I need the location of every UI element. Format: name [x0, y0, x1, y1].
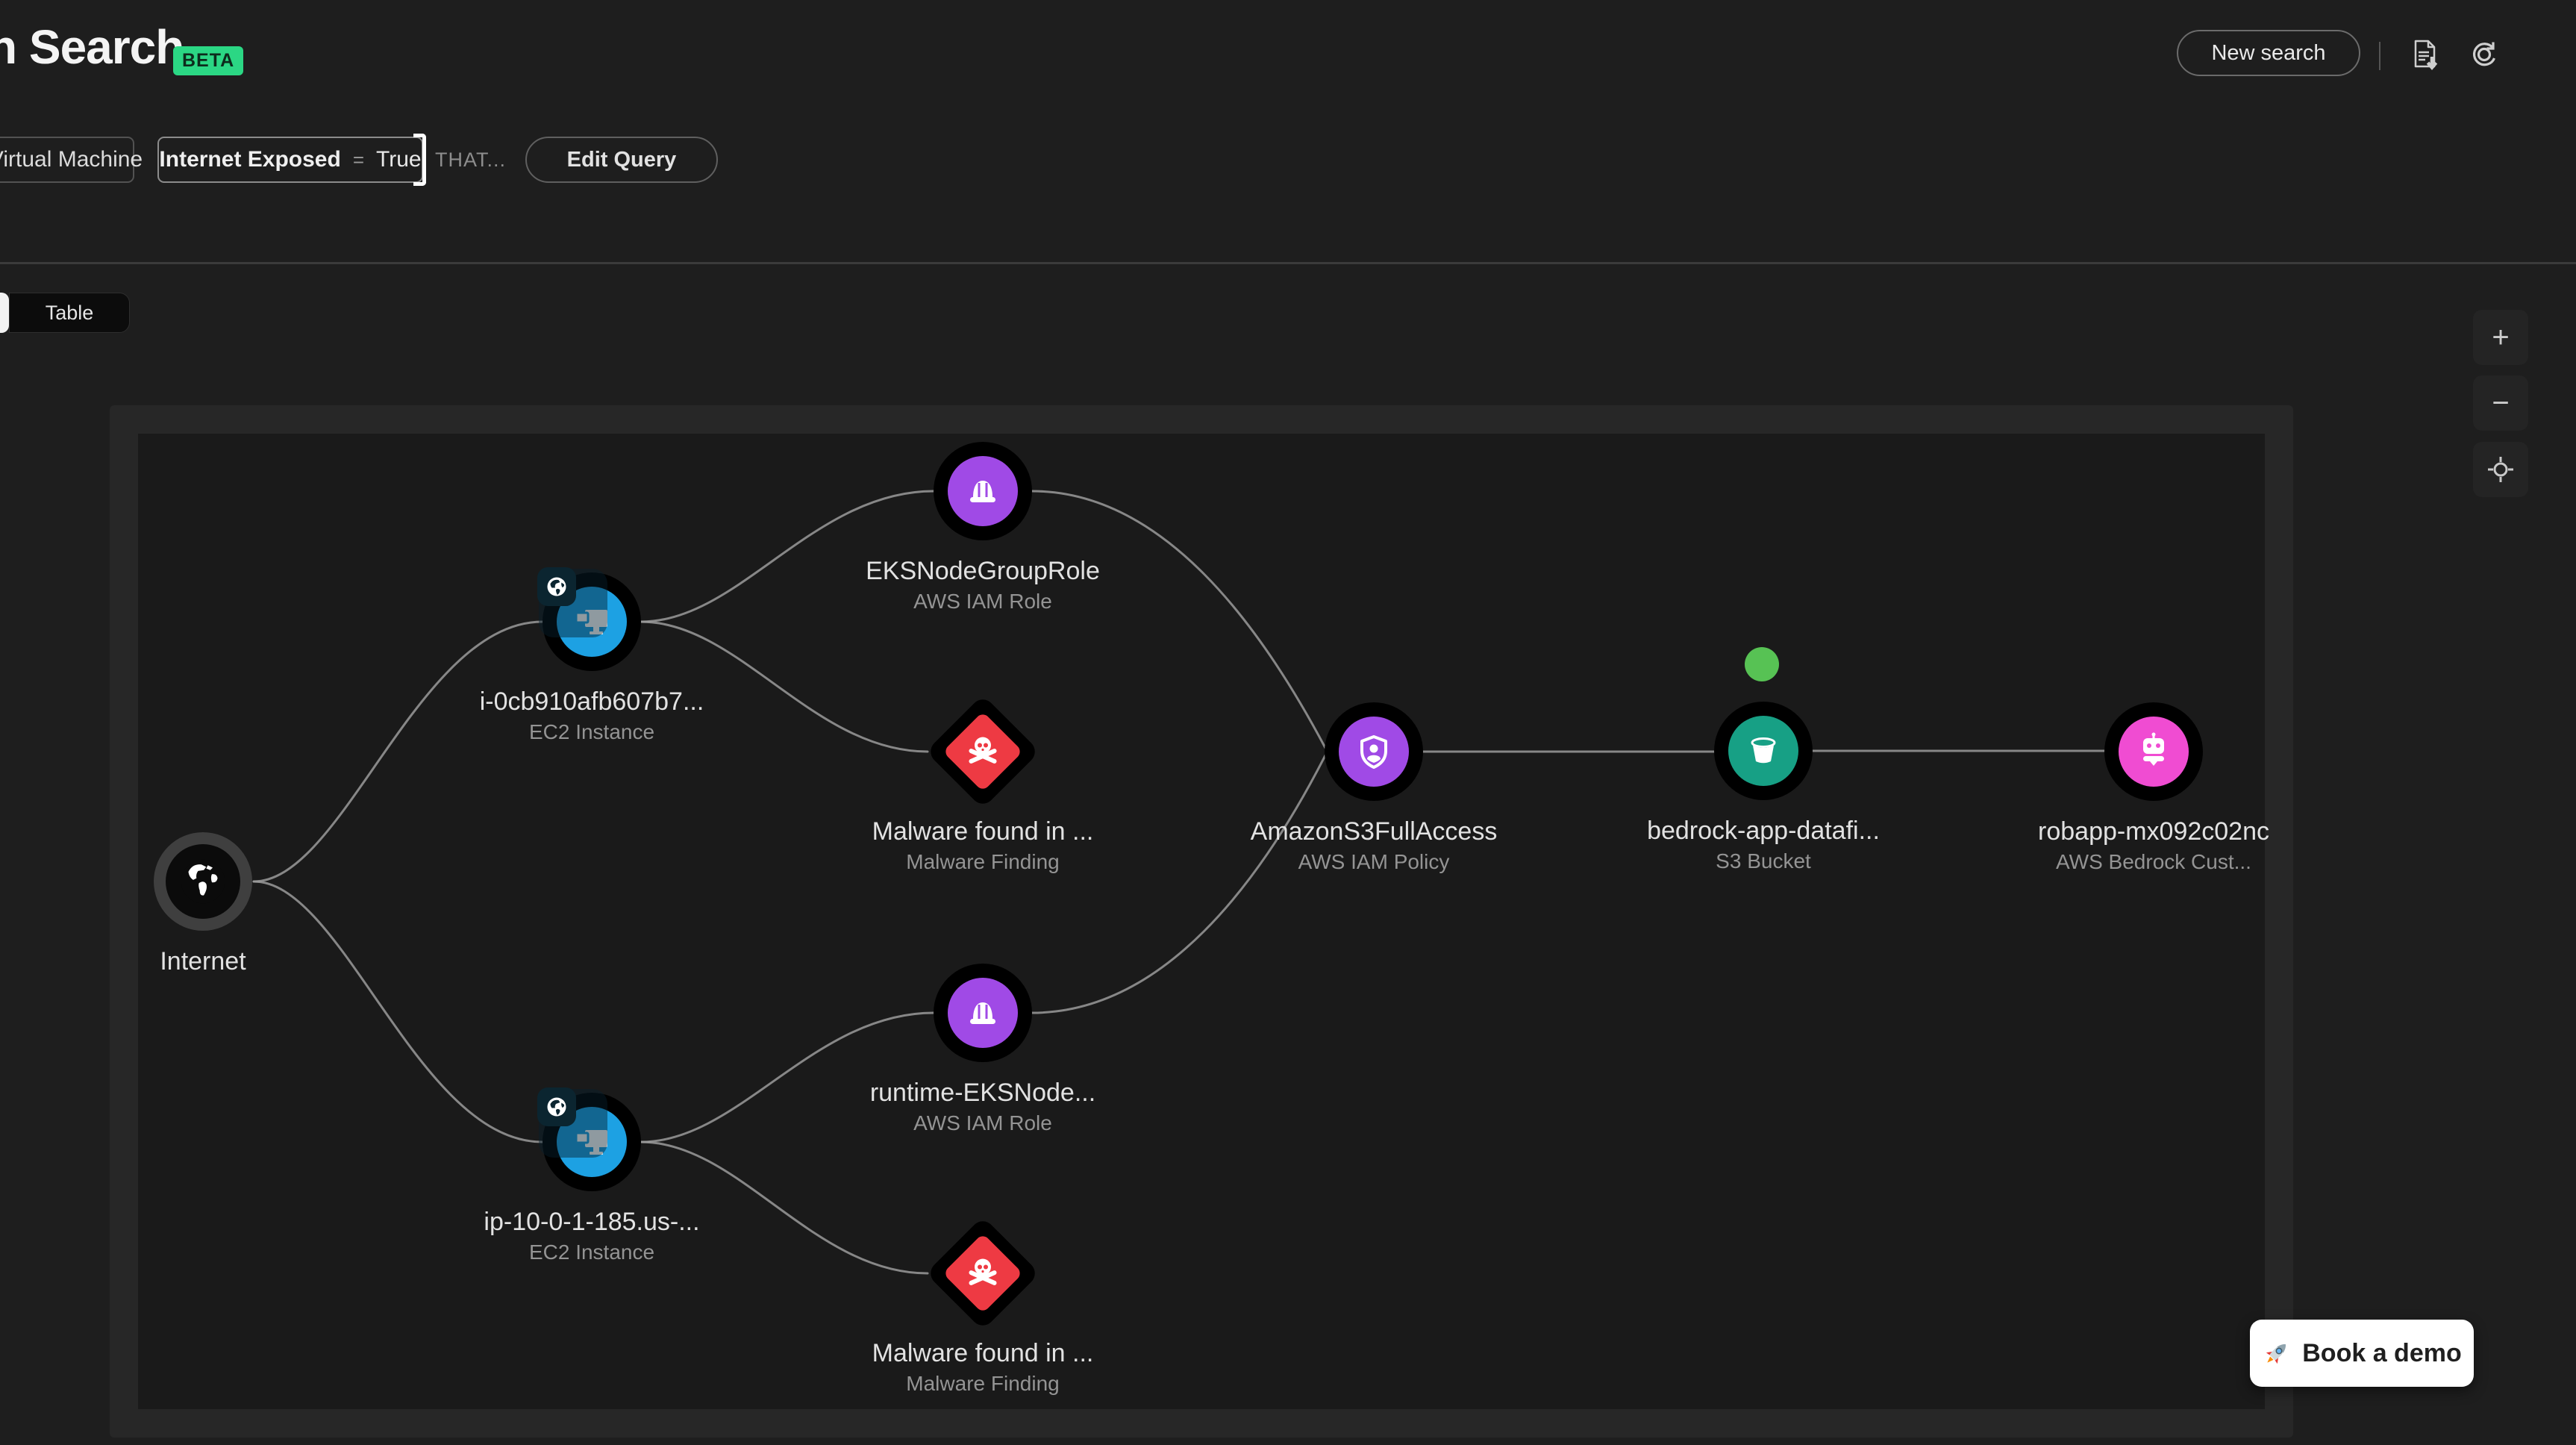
node-internet[interactable]: Internet: [154, 832, 252, 976]
crosshair-icon: [2488, 457, 2513, 482]
node-ec2-2[interactable]: ip-10-0-1-185.us-... EC2 Instance: [484, 1087, 700, 1264]
book-demo-button[interactable]: Book a demo: [2250, 1320, 2474, 1387]
document-export-icon[interactable]: [2407, 37, 2442, 72]
shield-user-icon: [1339, 717, 1409, 787]
node-label: robapp-mx092c02nc: [2038, 817, 2269, 846]
skull-crossbones-icon: [964, 731, 1001, 773]
node-label: ip-10-0-1-185.us-...: [484, 1208, 700, 1236]
filter-value: True: [376, 147, 422, 172]
status-dot: [1745, 647, 1779, 681]
node-malware-finding-1[interactable]: Malware found in ... Malware Finding: [872, 694, 1093, 873]
node-bedrock-model[interactable]: robapp-mx092c02nc AWS Bedrock Cust...: [2038, 702, 2269, 873]
node-type-label: S3 Bucket: [1716, 849, 1811, 873]
node-type-label: Malware Finding: [906, 1372, 1060, 1395]
refresh-icon[interactable]: [2467, 37, 2501, 72]
node-label: Malware found in ...: [872, 817, 1094, 846]
query-chip-resource[interactable]: Virtual Machine: [0, 137, 143, 183]
edit-query-button[interactable]: Edit Query: [525, 137, 718, 183]
robot-icon: [2119, 717, 2189, 787]
node-ec2-1[interactable]: i-0cb910afb607b7... EC2 Instance: [480, 567, 704, 743]
selection-bracket: [413, 134, 426, 186]
node-label: Malware found in ...: [872, 1339, 1094, 1367]
bucket-icon: [1728, 716, 1798, 786]
node-type-label: Malware Finding: [906, 850, 1060, 873]
virtual-machine-icon: [557, 587, 627, 657]
header-rule: [0, 262, 2576, 264]
node-s3-bucket[interactable]: bedrock-app-datafi... S3 Bucket: [1647, 702, 1880, 873]
node-iam-role-2[interactable]: runtime-EKSNode... AWS IAM Role: [870, 964, 1095, 1135]
book-demo-label: Book a demo: [2302, 1338, 2462, 1367]
fit-view-button[interactable]: [2473, 442, 2528, 497]
globe-icon: [166, 844, 240, 919]
node-label: EKSNodeGroupRole: [866, 557, 1100, 585]
filter-operator: =: [352, 148, 364, 171]
tab-graph[interactable]: [0, 293, 9, 333]
node-label: i-0cb910afb607b7...: [479, 687, 704, 716]
skull-crossbones-icon: [964, 1253, 1001, 1294]
node-label: AmazonS3FullAccess: [1250, 817, 1498, 846]
node-label: bedrock-app-datafi...: [1647, 817, 1880, 845]
node-type-label: AWS IAM Role: [913, 1111, 1052, 1135]
node-type-label: EC2 Instance: [528, 1240, 655, 1264]
internet-exposed-badge-icon: [537, 1087, 576, 1126]
filter-field: Internet Exposed: [159, 147, 341, 172]
hard-hat-icon: [948, 978, 1018, 1048]
internet-exposed-badge-icon: [537, 567, 576, 606]
node-type-label: AWS IAM Role: [913, 590, 1052, 613]
query-that-label: THAT...: [435, 149, 507, 171]
hard-hat-icon: [948, 456, 1018, 526]
node-iam-policy[interactable]: AmazonS3FullAccess AWS IAM Policy: [1251, 702, 1497, 873]
beta-badge: BETA: [173, 46, 244, 75]
query-chip-filter[interactable]: Internet Exposed = True: [157, 134, 426, 186]
node-malware-finding-2[interactable]: Malware found in ... Malware Finding: [872, 1216, 1093, 1395]
graph-canvas[interactable]: [138, 434, 2265, 1409]
zoom-in-button[interactable]: +: [2473, 310, 2528, 365]
node-type-label: AWS IAM Policy: [1298, 850, 1450, 873]
node-iam-role-1[interactable]: EKSNodeGroupRole AWS IAM Role: [866, 442, 1100, 613]
node-label: Internet: [160, 947, 246, 976]
zoom-out-button[interactable]: −: [2473, 375, 2528, 431]
new-search-button[interactable]: New search: [2177, 30, 2360, 76]
page-title: h Search: [0, 20, 184, 74]
tab-table[interactable]: Table: [9, 293, 130, 333]
rocket-icon: [2266, 1344, 2286, 1364]
node-label: runtime-EKSNode...: [869, 1079, 1096, 1107]
header-divider: [2379, 42, 2380, 70]
node-type-label: EC2 Instance: [528, 720, 655, 743]
node-type-label: AWS Bedrock Cust...: [2056, 850, 2251, 873]
